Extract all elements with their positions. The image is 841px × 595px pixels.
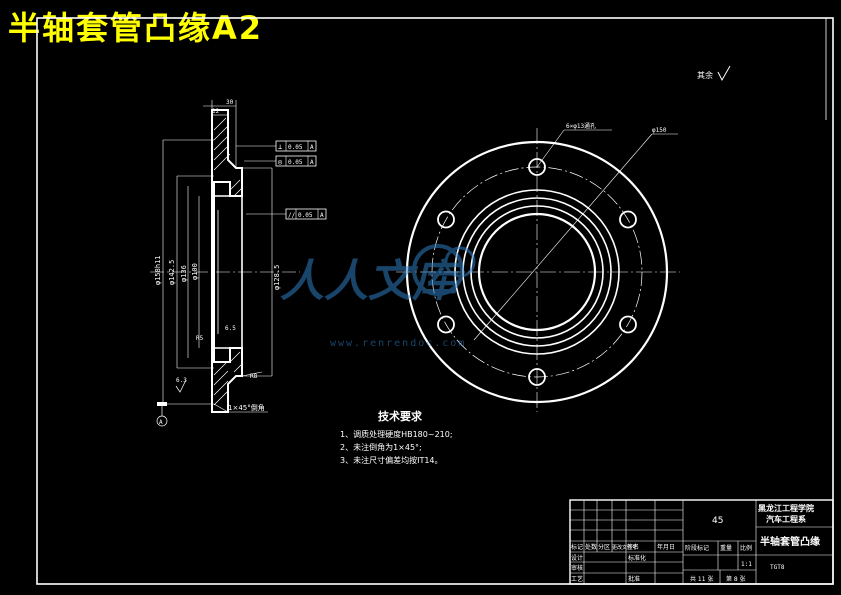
- tech-item-2: 2、未注倒角为1×45°;: [340, 442, 422, 452]
- bolt-holes: [437, 158, 637, 386]
- scale-value: 1:1: [741, 561, 752, 568]
- datum-triangle: [157, 402, 167, 406]
- header-cell-4: 更改文件号: [612, 544, 637, 551]
- row-label-process: 工艺: [571, 575, 583, 583]
- bolt-hole: [619, 210, 637, 229]
- watermark-brand: 人人文库: [280, 256, 463, 307]
- stage-cell-2: 重量: [720, 544, 732, 552]
- sheet-number: 第 8 张: [726, 575, 746, 583]
- page-title: 半轴套管凸缘A2: [8, 9, 264, 47]
- roughness-note: 其余: [697, 70, 713, 80]
- diameter-dims: [162, 139, 273, 405]
- roughness-small-icon: [175, 379, 187, 393]
- watermark-logo-icon: [412, 244, 464, 296]
- label-r5: R5: [196, 335, 204, 342]
- watermark-logo-ring: [444, 246, 476, 278]
- part-name: 半轴套管凸缘: [760, 535, 820, 548]
- diam-label-2: φ142.5: [168, 260, 176, 285]
- school-name: 黑龙江工程学院: [758, 503, 814, 513]
- watermark-url: www.renrendoc.com: [330, 338, 466, 349]
- tolerance-frame-3: // 0.05 A: [246, 208, 327, 220]
- row-label-review: 审核: [571, 564, 583, 572]
- holes-note: 6×φ13通孔: [566, 122, 596, 130]
- row-label-design: 设计: [571, 554, 583, 562]
- datum-circle: [156, 415, 168, 427]
- bolt-hole: [528, 368, 546, 386]
- title-block: 45 黑龙江工程学院 汽车工程系 半轴套管凸缘 TGT8 标记 处数 分区 更改…: [569, 499, 834, 585]
- tech-requirements: 技术要求 1、调质处理硬度HB180~210; 2、未注倒角为1×45°; 3、…: [340, 409, 453, 465]
- chamfer-leader: [213, 403, 229, 413]
- tech-item-3: 3、未注尺寸偏差均按IT14。: [340, 455, 443, 465]
- header-cell-5: 签名: [627, 543, 639, 551]
- tol-symbol-1: ⊥: [278, 143, 282, 151]
- bolt-hole: [437, 315, 455, 334]
- sign-label-std: 标准化: [628, 554, 646, 562]
- holes-leader: [536, 129, 565, 168]
- diam-label-1: φ158h11: [154, 255, 162, 285]
- material-value: 45: [712, 516, 723, 526]
- top-dims: [203, 100, 237, 168]
- sheet-border: [36, 17, 834, 585]
- title-block-grid: [570, 500, 833, 584]
- stage-cell-1: 阶段标记: [685, 544, 709, 552]
- label-r8: R8: [250, 373, 258, 380]
- tech-item-1: 1、调质处理硬度HB180~210;: [340, 429, 453, 439]
- datum-a-label: A: [159, 419, 163, 426]
- section-view: φ158h11 φ142.5 φ136 φ100 φ128.5 30 12 ⊥ …: [150, 99, 327, 427]
- header-cell-3: 分区: [598, 543, 610, 551]
- bore-circle: [477, 212, 597, 332]
- label-65: 6.5: [225, 325, 236, 332]
- diam-label-4: φ100: [191, 263, 199, 280]
- sheets-total: 共 11 张: [690, 575, 713, 583]
- title-block-frame: [569, 499, 834, 585]
- tol-value-3: 0.05: [298, 212, 313, 219]
- diam-label-right: φ128.5: [273, 265, 281, 290]
- bolt-hole: [528, 158, 546, 176]
- pcd-note: φ150: [652, 127, 667, 134]
- pcd-leader: [473, 133, 653, 341]
- section-outline: [211, 109, 243, 413]
- tol-value-2: 0.05: [288, 159, 303, 166]
- roughness-icon: [717, 65, 731, 82]
- tol-datum-3: A: [320, 212, 324, 219]
- front-view: 6×φ13通孔 φ150: [396, 122, 680, 412]
- top-dim-30: 30: [226, 99, 234, 106]
- leader-r8: [241, 371, 263, 377]
- watermark: 人人文库 www.renrendoc.com: [280, 244, 476, 349]
- hub-circle-1: [454, 189, 620, 355]
- drawing-no: TGT8: [770, 564, 785, 571]
- bolt-hole: [437, 210, 455, 229]
- department-name: 汽车工程系: [766, 514, 806, 524]
- header-cell-2: 处数: [585, 543, 597, 551]
- bolt-hole: [619, 315, 637, 334]
- tol-datum-2: A: [310, 159, 314, 166]
- tolerance-frame-1: ⊥ 0.05 A: [236, 140, 317, 152]
- sign-label-approve: 批准: [628, 575, 640, 583]
- diam-label-3: φ136: [180, 265, 188, 282]
- tol-datum-1: A: [310, 144, 314, 151]
- tol-symbol-2: ◎: [278, 158, 283, 166]
- label-63: 6.3: [176, 377, 187, 384]
- top-dim-12: 12: [212, 108, 220, 115]
- section-hatching: [213, 117, 243, 406]
- tol-value-1: 0.05: [288, 144, 303, 151]
- chamfer-note: 1×45°倒角: [228, 403, 265, 412]
- header-cell-6: 年月日: [657, 543, 675, 551]
- header-cell-1: 标记: [571, 543, 583, 551]
- tech-heading: 技术要求: [378, 409, 423, 423]
- outer-circle: [405, 140, 669, 404]
- tol-symbol-3: //: [288, 212, 296, 219]
- stage-cell-3: 比例: [740, 544, 752, 552]
- tolerance-frame-2: ◎ 0.05 A: [244, 155, 317, 167]
